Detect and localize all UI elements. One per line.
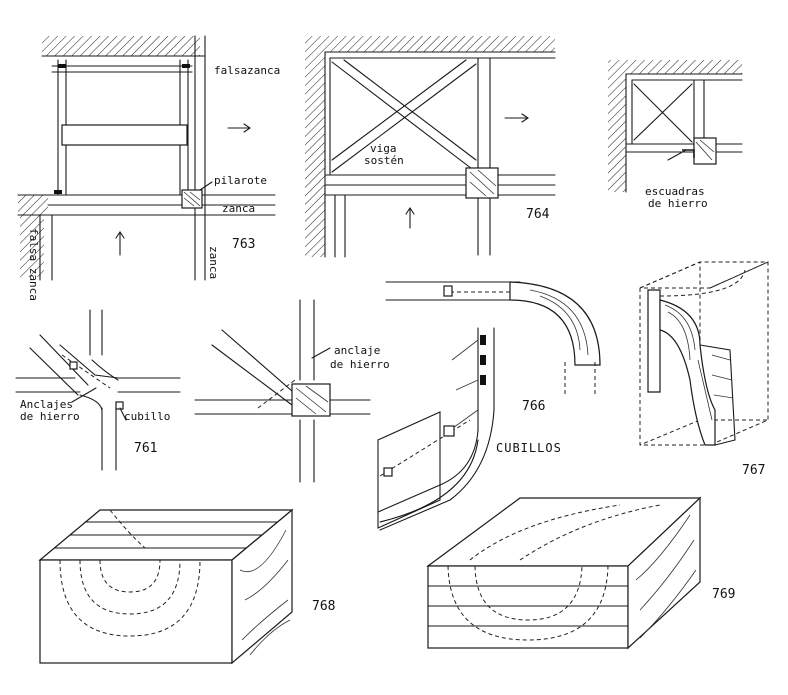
wall-hatch-top: [608, 60, 742, 74]
figure-number-763: 763: [232, 237, 255, 252]
arrow-up-icon: [115, 231, 125, 256]
arrow-right-icon: [504, 113, 529, 123]
arrow-up-icon: [405, 207, 415, 229]
wall-hatch-top: [42, 36, 200, 56]
anchor-mark: [182, 64, 190, 68]
figure-761: Anclajes de hierro cubillo 761: [15, 309, 181, 471]
figure-escuadras: escuadras de hierro: [608, 60, 743, 210]
anchor-plate: [69, 361, 78, 370]
figure-769: 769: [426, 496, 735, 650]
anchor-mark: [54, 190, 62, 194]
block-side-face: [627, 496, 701, 650]
label-escuadras-de-hierro: de hierro: [648, 197, 708, 210]
label-sosten: sostén: [364, 154, 404, 167]
anchor-plate: [383, 467, 393, 477]
label-falsazanca-top: falsazanca: [214, 64, 280, 77]
label-anclajes: Anclajes: [20, 398, 73, 411]
figure-number-766: 766: [522, 399, 545, 414]
wall-hatch-left: [305, 52, 325, 257]
figure-768: 768: [38, 508, 335, 665]
label-viga: viga: [370, 142, 397, 155]
wall-hatch-top: [305, 36, 555, 52]
label-cubillo: cubillo: [124, 410, 170, 423]
figure-764: viga sostén 764: [305, 36, 556, 258]
wall-hatch-left: [18, 195, 48, 215]
label-pilarote: pilarote: [214, 174, 267, 187]
arrow-right-icon: [227, 123, 251, 133]
figure-767: 767: [639, 261, 769, 478]
figure-number-764: 764: [526, 207, 550, 222]
figure-number-767: 767: [742, 463, 765, 478]
figure-number-769: 769: [712, 587, 735, 602]
figure-number-761: 761: [134, 441, 157, 456]
label-anclaje: anclaje: [334, 344, 380, 357]
figure-762: anclaje de hierro: [194, 299, 390, 483]
figure-763: falsazanca pilarote zanca falsa zanca za…: [17, 35, 280, 301]
figure-number-768: 768: [312, 599, 335, 614]
label-zanca-vertical: zanca: [207, 246, 220, 279]
label-zanca-horizontal: zanca: [222, 202, 255, 215]
label-falsa-zanca-vertical: falsa zanca: [27, 228, 40, 301]
anchor-plate: [115, 401, 124, 410]
wall-hatch-left: [608, 74, 626, 192]
anchor-plate: [443, 425, 455, 437]
label-escuadras: escuadras: [645, 185, 705, 198]
block-front-face: [427, 565, 629, 649]
caption-cubillos: CUBILLOS: [496, 441, 562, 455]
label-anclajes-de-hierro: de hierro: [20, 410, 80, 423]
block-front-face: [39, 559, 233, 664]
anchor-plate: [443, 285, 453, 297]
label-anclaje-de-hierro: de hierro: [330, 358, 390, 371]
block-side-face: [231, 508, 293, 665]
anchor-mark: [58, 64, 66, 68]
figure-766: 766 CUBILLOS: [377, 281, 601, 531]
